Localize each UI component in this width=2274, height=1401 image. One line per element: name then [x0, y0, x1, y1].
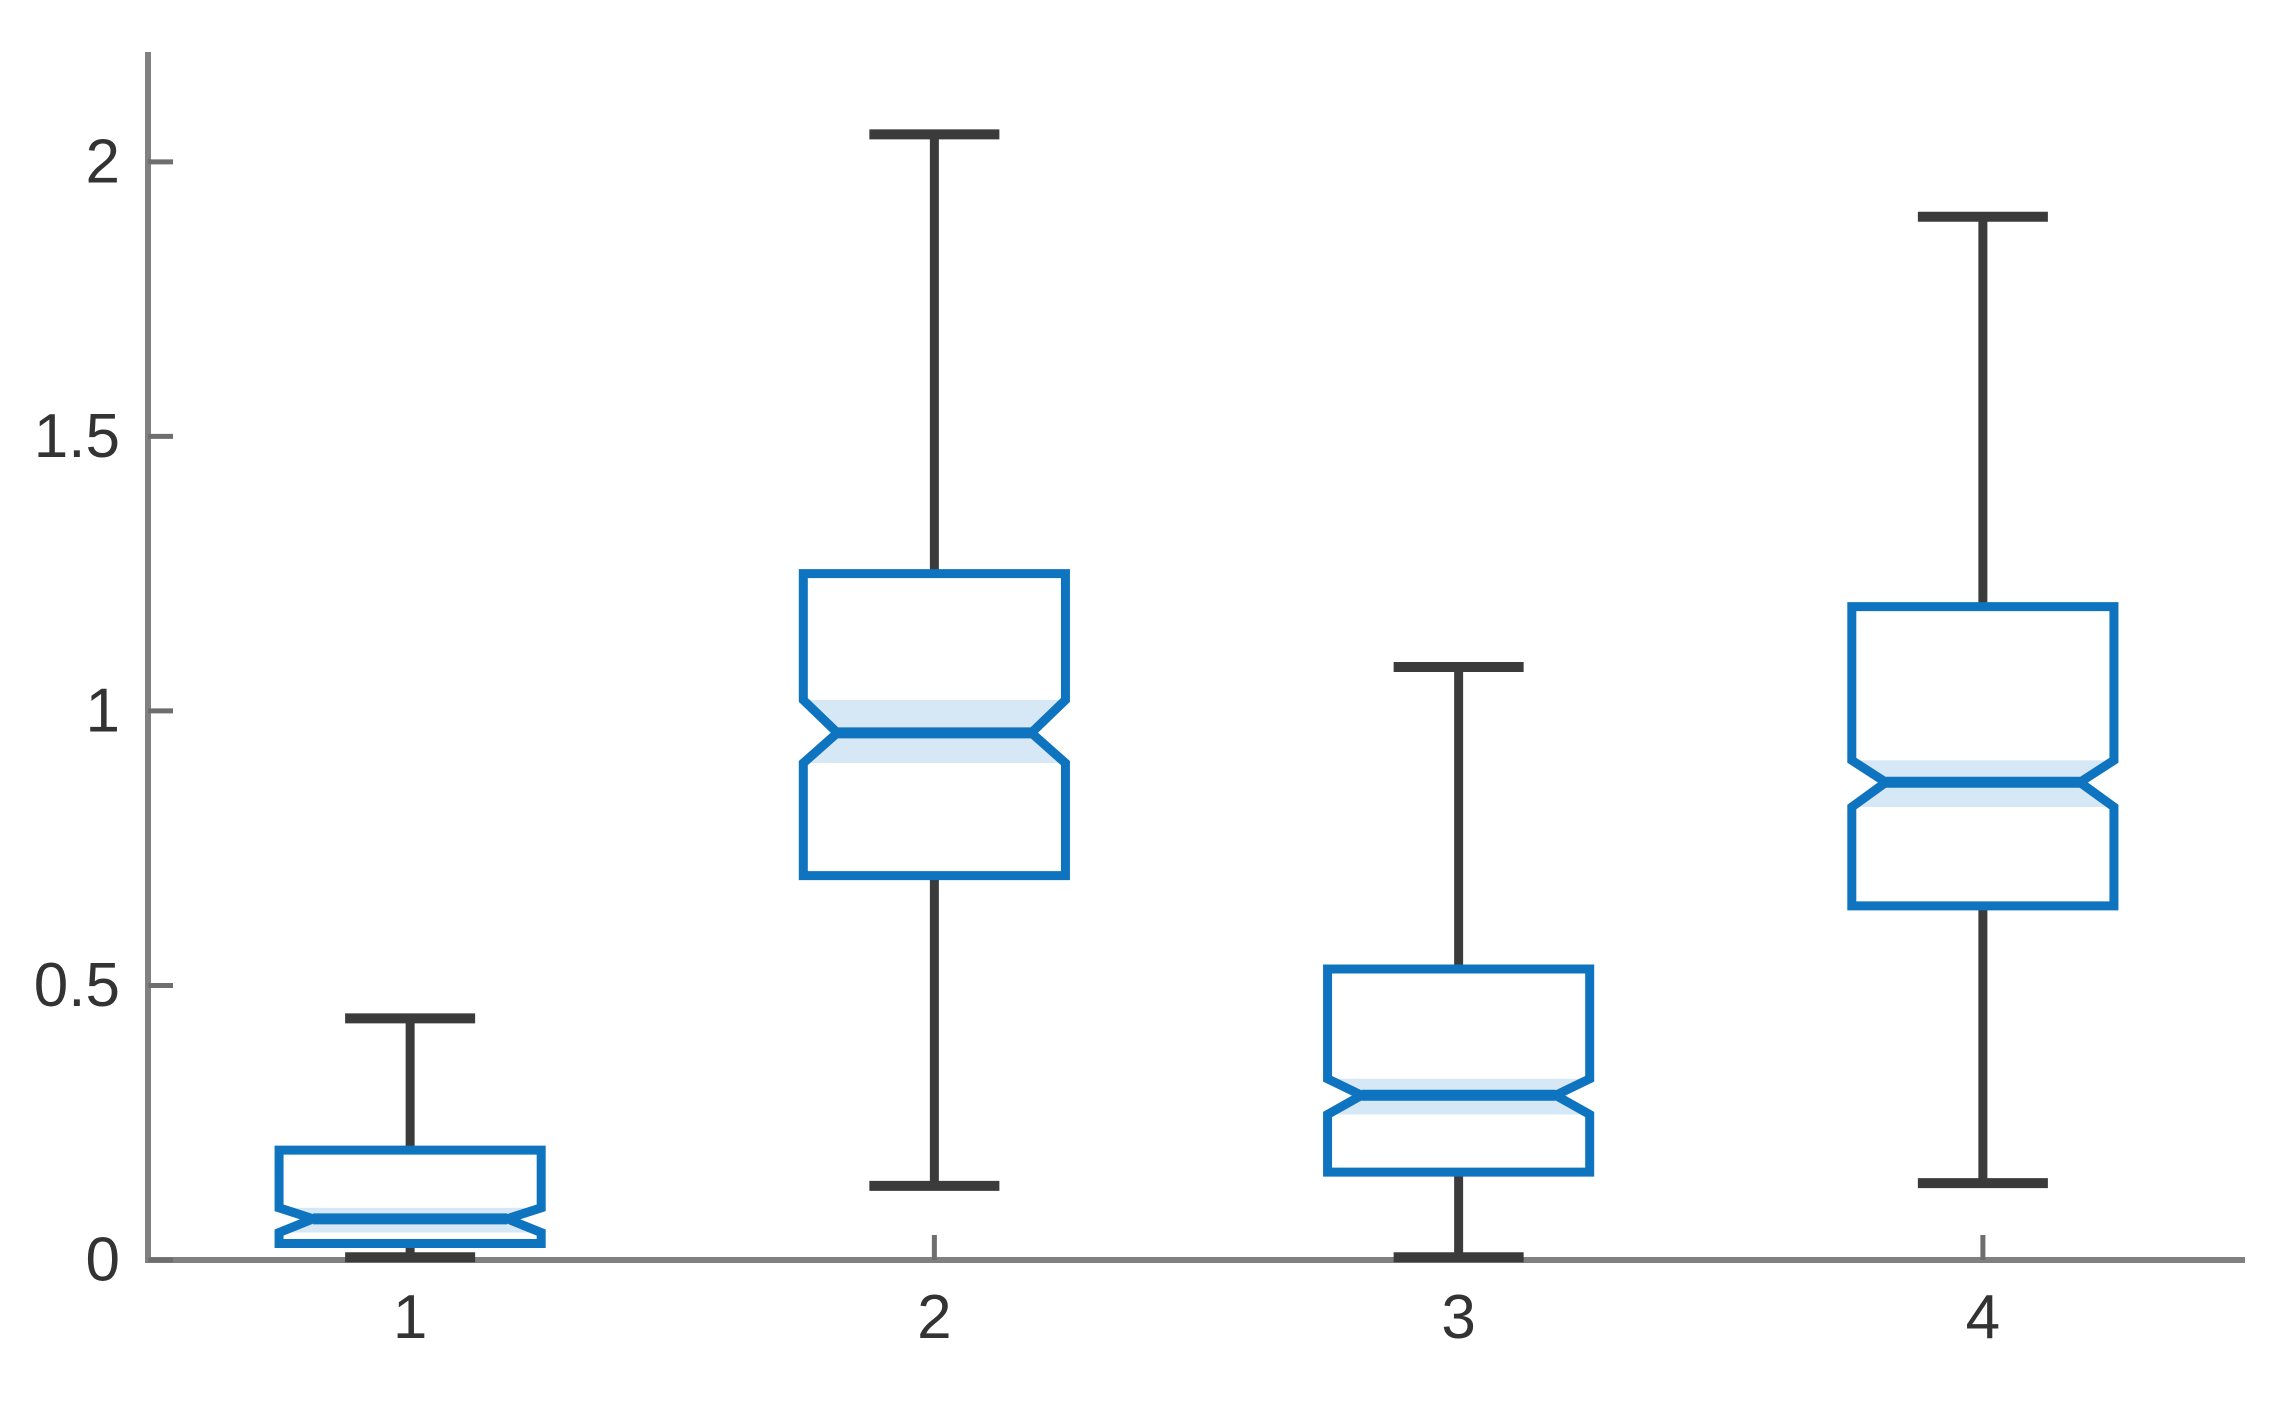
box-body-fill	[1327, 968, 1590, 1173]
x-tick-label: 2	[917, 1283, 951, 1352]
x-tick-label: 4	[1966, 1283, 2000, 1352]
x-tick-label: 3	[1441, 1283, 1475, 1352]
y-tick-label: 0	[86, 1226, 120, 1295]
y-tick-label: 2	[86, 127, 120, 196]
box-body-fill	[1851, 606, 2114, 906]
box-outline	[1323, 964, 1595, 1177]
y-tick-label: 0.5	[34, 951, 120, 1020]
y-tick-label: 1.5	[34, 402, 120, 471]
box-outline	[1847, 602, 2119, 911]
box-outline	[274, 1145, 546, 1249]
x-tick-label: 1	[393, 1283, 427, 1352]
box-outline	[798, 569, 1070, 881]
y-tick-label: 1	[86, 676, 120, 745]
